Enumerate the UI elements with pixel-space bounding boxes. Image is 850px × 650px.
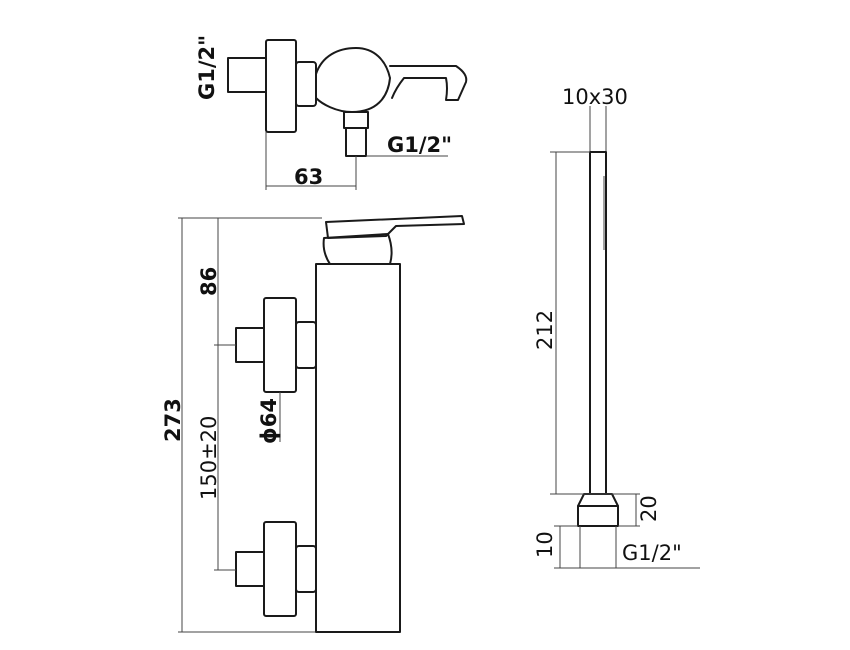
front-upper-flange	[263, 297, 297, 393]
top-inlet-thread-label: G1/2"	[195, 35, 219, 100]
front-centres-dim-label: 150±20	[197, 416, 221, 500]
front-upper-inlet-stub	[235, 327, 265, 363]
top-lever	[389, 65, 468, 101]
front-view: 86 273 150±20 ϕ64	[161, 215, 465, 633]
front-lower-inlet-stub	[235, 551, 265, 587]
front-lower-flange	[263, 521, 297, 617]
front-upper-dim-label: 86	[197, 267, 221, 296]
front-flange-diameter-label: ϕ64	[257, 398, 281, 444]
front-mixer-body	[315, 263, 401, 633]
top-wall-flange	[265, 39, 297, 133]
front-lower-hex-nut	[295, 545, 317, 593]
front-lever	[325, 215, 465, 239]
front-upper-hex-nut	[295, 321, 317, 369]
side-thread-length-label: 10	[533, 531, 557, 558]
side-cone-nut	[577, 493, 619, 507]
side-handle-section-label: 10x30	[562, 85, 628, 109]
top-outlet-nut	[343, 111, 369, 129]
top-mixer-body	[315, 47, 391, 113]
top-outlet-stub	[345, 127, 367, 157]
side-view: 10x30 212 20 10 G1/2"	[533, 85, 700, 569]
top-hex-nut	[295, 61, 317, 107]
top-view: G1/2" G1/2" 63	[195, 35, 468, 190]
side-thread-label: G1/2"	[622, 541, 682, 565]
top-depth-label: 63	[294, 165, 323, 189]
side-handle-length-label: 212	[533, 310, 557, 350]
front-total-dim-label: 273	[161, 398, 185, 442]
top-outlet-thread-label: G1/2"	[387, 133, 452, 157]
side-thread-nut	[577, 505, 619, 527]
side-nut-height-label: 20	[637, 495, 661, 522]
top-inlet-stub	[227, 57, 267, 93]
